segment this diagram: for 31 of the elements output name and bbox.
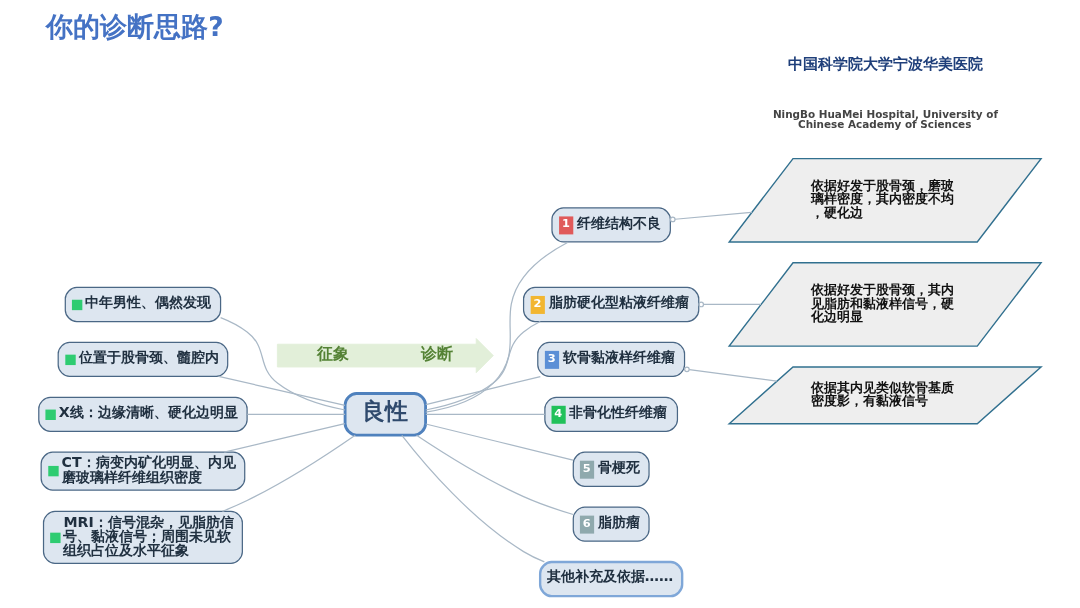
node-box: MRI：信号混杂，见脂肪信号、黏液信号；周围未见软组织占位及水平征象 xyxy=(42,510,243,565)
connector xyxy=(415,434,574,516)
connector xyxy=(698,301,762,308)
connector xyxy=(425,423,574,461)
connector xyxy=(246,413,346,415)
connector xyxy=(425,320,541,411)
node-box: 2 脂肪硬化型粘液纤维瘤 xyxy=(522,286,700,323)
node-box: 中年男性、偶然发现 xyxy=(64,286,222,323)
connector xyxy=(401,434,545,563)
node-box: 1 纤维结构不良 xyxy=(551,207,671,243)
node-box: CT：病变内矿化明显、内见磨玻璃样纤维组织密度 xyxy=(40,451,246,491)
connector xyxy=(221,434,356,512)
connector xyxy=(425,375,541,406)
connector xyxy=(218,375,346,406)
node-box: 4 非骨化性纤维瘤 xyxy=(544,396,679,432)
node-box: X线：边缘清晰、硬化边明显 xyxy=(38,396,248,432)
node-box: 其他补充及依据…… xyxy=(538,560,684,598)
diagram-title: 你的诊断思路? xyxy=(46,10,224,42)
node-box: 良性 xyxy=(343,392,427,437)
connector xyxy=(220,317,346,411)
label: 中国科学院大学宁波华美医院 xyxy=(788,54,984,73)
node-box: 位置于股骨颈、髓腔内 xyxy=(57,341,229,378)
label: NingBo HuaMei Hospital, University of Chinese Academy of Sciences xyxy=(772,107,998,131)
connector xyxy=(425,413,546,415)
connector xyxy=(684,366,778,382)
node-box: 6 脂肪瘤 xyxy=(572,506,650,542)
connector xyxy=(669,211,753,223)
connector xyxy=(223,423,346,453)
node-box: 3 软骨黏液样纤维瘤 xyxy=(537,341,686,378)
connector xyxy=(425,241,569,413)
node-box: 5 骨梗死 xyxy=(572,451,650,487)
